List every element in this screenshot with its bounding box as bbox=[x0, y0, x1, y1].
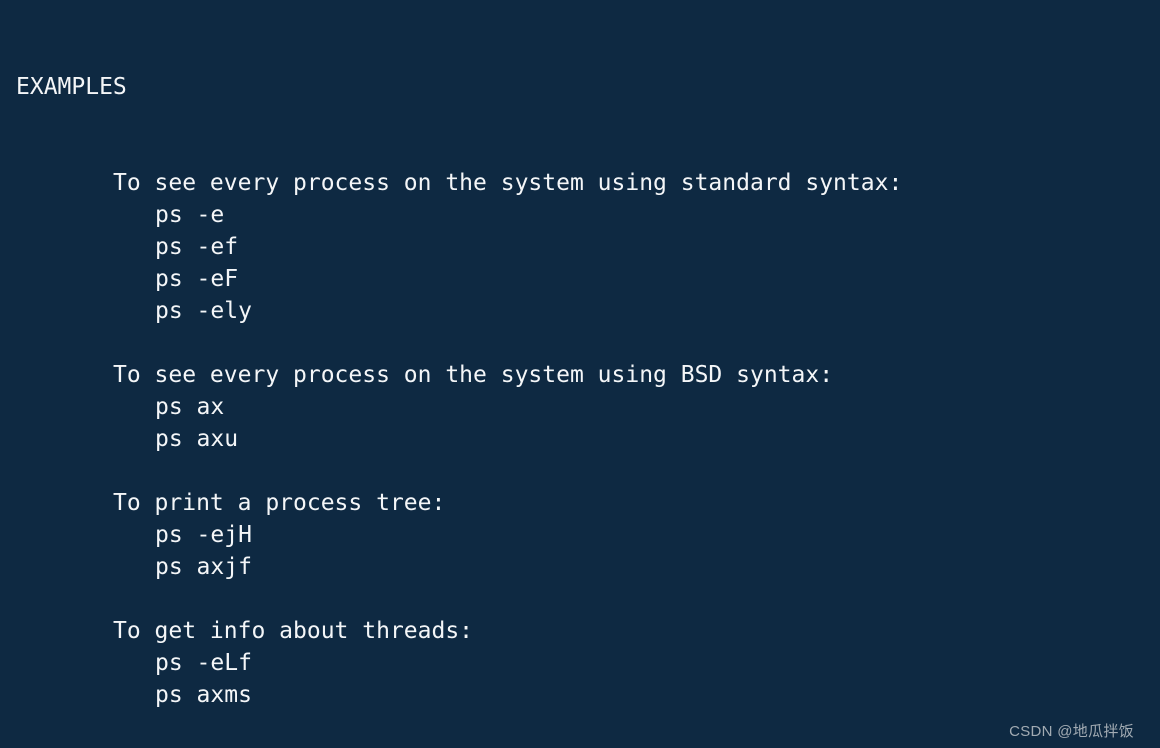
command-line: ps axjf bbox=[155, 554, 252, 580]
example-group: To see every process on the system using… bbox=[16, 359, 1144, 455]
section-heading: EXAMPLES bbox=[16, 74, 127, 100]
example-groups: To see every process on the system using… bbox=[16, 167, 1144, 748]
example-group: To print a process tree: ps -ejH ps axjf bbox=[16, 487, 1144, 583]
command-line: ps -ejH bbox=[155, 522, 252, 548]
example-group: To get security info:ps -eo euser,ruser,… bbox=[16, 743, 1144, 748]
command-line: ps -ely bbox=[155, 298, 252, 324]
example-description: To see every process on the system using… bbox=[113, 170, 903, 196]
command-line: ps axms bbox=[155, 682, 252, 708]
example-description: To see every process on the system using… bbox=[113, 362, 834, 388]
command-line: ps axu bbox=[155, 426, 239, 452]
command-line: ps ax bbox=[155, 394, 225, 420]
csdn-watermark: CSDN @地瓜拌饭 bbox=[1009, 723, 1134, 740]
example-group: To see every process on the system using… bbox=[16, 167, 1144, 327]
command-line: ps -eF bbox=[155, 266, 239, 292]
example-description: To print a process tree: bbox=[113, 490, 446, 516]
example-group: To get info about threads: ps -eLf ps axms bbox=[16, 615, 1144, 711]
command-line: ps -ef bbox=[155, 234, 239, 260]
command-line: ps -e bbox=[155, 202, 225, 228]
example-description: To get security info: bbox=[16, 743, 1144, 748]
command-line: ps -eLf bbox=[155, 650, 252, 676]
example-description: To get info about threads: bbox=[113, 618, 474, 644]
